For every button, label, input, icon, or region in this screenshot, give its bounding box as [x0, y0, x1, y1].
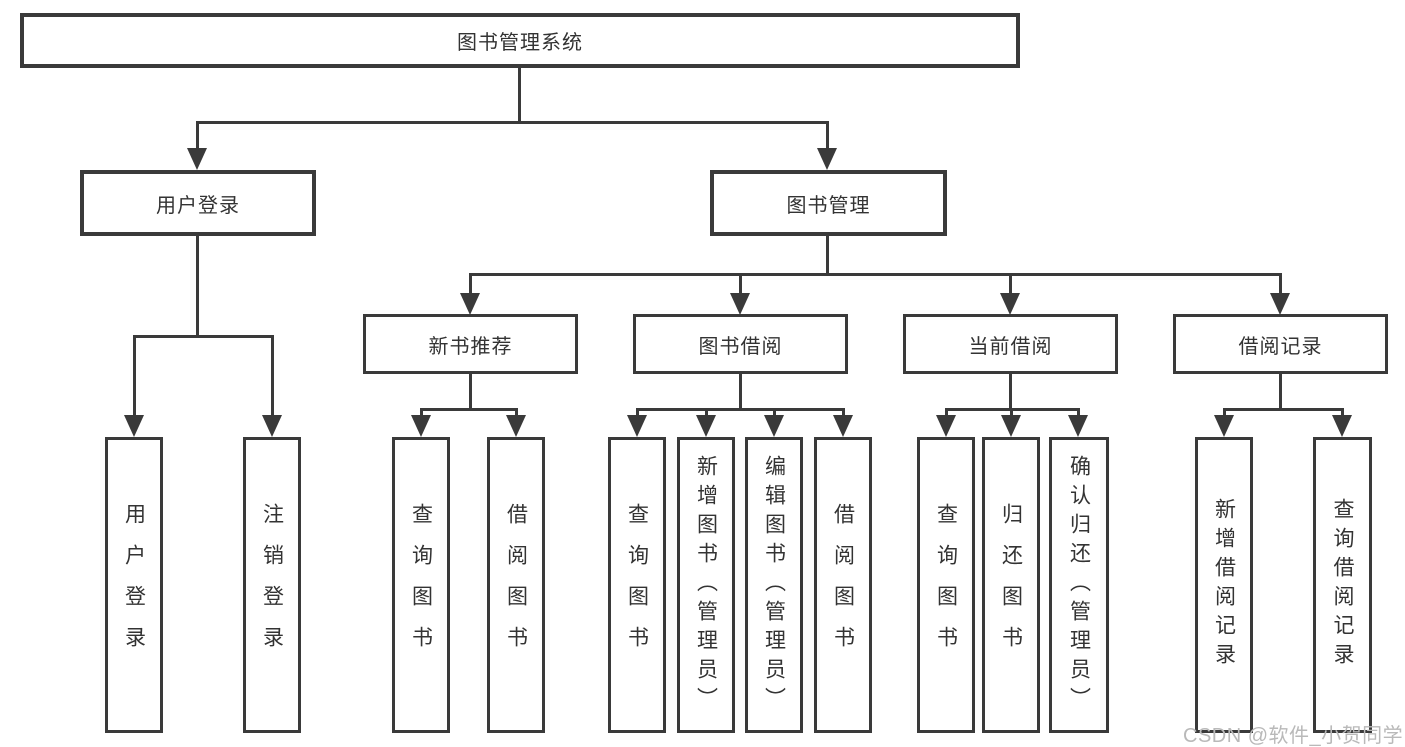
node-label: 图书管理	[786, 194, 871, 217]
connector-new-books-stem	[469, 374, 472, 411]
leaf-label: 注销登录	[260, 503, 284, 667]
arrow-down-icon	[1068, 408, 1088, 437]
leaf-edit-books-admin: 编辑图书（管理员）	[745, 437, 803, 733]
arrow-down-icon	[1001, 408, 1021, 437]
arrow-down-icon	[187, 121, 207, 170]
node-book-borrowing: 图书借阅	[633, 314, 848, 374]
node-borrow-records: 借阅记录	[1173, 314, 1388, 374]
arrow-down-icon	[833, 408, 853, 437]
leaf-user-login: 用户登录	[105, 437, 163, 733]
arrow-down-icon	[817, 121, 837, 170]
leaf-label: 用户登录	[122, 503, 146, 667]
leaf-label: 确认归还（管理员）	[1067, 454, 1091, 716]
arrow-down-icon	[124, 335, 144, 437]
leaf-label: 编辑图书（管理员）	[762, 454, 786, 716]
leaf-add-borrow-record: 新增借阅记录	[1195, 437, 1253, 733]
arrow-down-icon	[696, 408, 716, 437]
node-label: 借阅记录	[1238, 335, 1323, 358]
connector-book-borrow-stem	[739, 374, 742, 411]
connector-user-login-bar	[133, 335, 274, 338]
leaf-label: 借阅图书	[504, 503, 528, 667]
node-book-management: 图书管理	[710, 170, 947, 236]
node-library-management-system: 图书管理系统	[20, 13, 1020, 68]
leaf-label: 新增图书（管理员）	[694, 454, 718, 716]
connector-book-mgmt-bar	[469, 273, 1282, 276]
leaf-confirm-return-admin: 确认归还（管理员）	[1049, 437, 1109, 733]
connector-borrow-records-bar	[1223, 408, 1343, 411]
leaf-add-books-admin: 新增图书（管理员）	[677, 437, 735, 733]
leaf-borrow-books-1: 借阅图书	[487, 437, 545, 733]
leaf-query-books-1: 查询图书	[392, 437, 450, 733]
connector-root-stem	[518, 68, 521, 124]
arrow-down-icon	[764, 408, 784, 437]
connector-borrow-records-stem	[1279, 374, 1282, 411]
arrow-down-icon	[1332, 408, 1352, 437]
leaf-query-books-3: 查询图书	[917, 437, 975, 733]
arrow-down-icon	[1000, 273, 1020, 315]
leaf-label: 查询图书	[409, 503, 433, 667]
leaf-label: 查询借阅记录	[1331, 498, 1354, 672]
node-label: 当前借阅	[968, 335, 1053, 358]
node-label: 用户登录	[156, 194, 240, 217]
connector-book-mgmt-stem	[826, 236, 829, 276]
arrow-down-icon	[262, 335, 282, 437]
arrow-down-icon	[936, 408, 956, 437]
watermark: CSDN @软件_小贺同学	[1183, 725, 1404, 747]
node-user-login: 用户登录	[80, 170, 316, 236]
node-label: 图书借阅	[698, 335, 783, 358]
arrow-down-icon	[1214, 408, 1234, 437]
arrow-down-icon	[1270, 273, 1290, 315]
leaf-label: 查询图书	[625, 503, 649, 667]
leaf-label: 借阅图书	[831, 503, 855, 667]
arrow-down-icon	[506, 408, 526, 437]
leaf-borrow-books-2: 借阅图书	[814, 437, 872, 733]
leaf-query-borrow-record: 查询借阅记录	[1313, 437, 1372, 733]
leaf-label: 归还图书	[999, 503, 1023, 667]
arrow-down-icon	[411, 408, 431, 437]
connector-current-borrow-stem	[1009, 374, 1012, 411]
leaf-query-books-2: 查询图书	[608, 437, 666, 733]
arrow-down-icon	[627, 408, 647, 437]
leaf-return-books: 归还图书	[982, 437, 1040, 733]
arrow-down-icon	[460, 273, 480, 315]
node-label: 图书管理系统	[457, 32, 583, 54]
leaf-logout: 注销登录	[243, 437, 301, 733]
connector-root-bar	[196, 121, 829, 124]
node-label: 新书推荐	[428, 335, 513, 358]
leaf-label: 查询图书	[934, 503, 958, 667]
connector-book-borrow-bar	[636, 408, 844, 411]
arrow-down-icon	[730, 273, 750, 315]
node-current-borrowing: 当前借阅	[903, 314, 1118, 374]
connector-user-login-stem	[196, 236, 199, 338]
leaf-label: 新增借阅记录	[1212, 498, 1236, 672]
node-new-book-recommend: 新书推荐	[363, 314, 578, 374]
connector-new-books-bar	[420, 408, 517, 411]
